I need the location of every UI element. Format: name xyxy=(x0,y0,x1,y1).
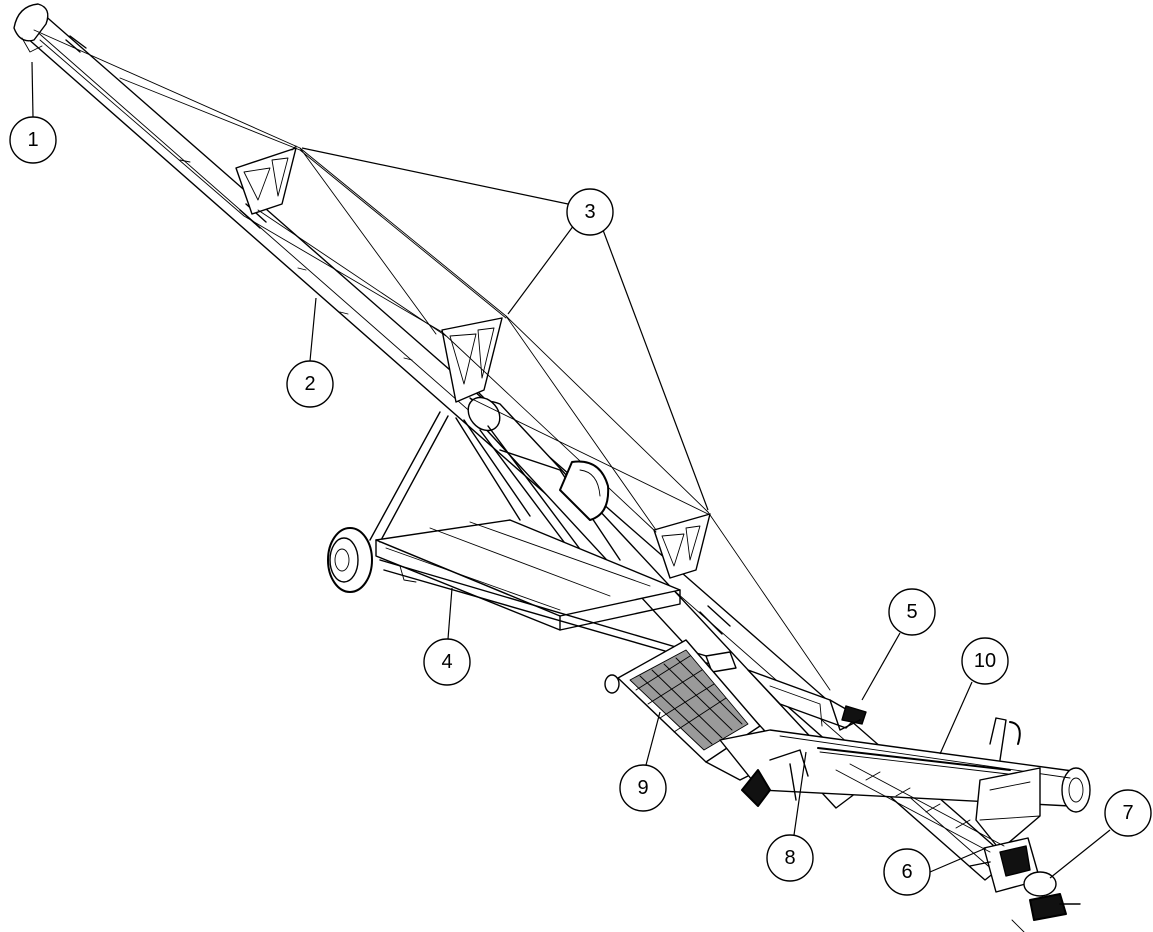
callout-6: 6 xyxy=(883,847,987,896)
callout-1: 1 xyxy=(9,61,57,164)
transport-wheel-right xyxy=(559,460,610,521)
callout-3-label: 3 xyxy=(584,201,595,223)
undercarriage-frame xyxy=(369,411,737,673)
callout-2: 2 xyxy=(286,297,334,408)
callout-8-label: 8 xyxy=(784,847,795,869)
callout-4-label: 4 xyxy=(441,651,452,673)
callout-10-label: 10 xyxy=(974,650,996,672)
callout-3: 3 xyxy=(301,147,709,511)
callout-1-label: 1 xyxy=(27,129,38,151)
callout-5: 5 xyxy=(861,588,936,701)
callout-7-label: 7 xyxy=(1122,802,1133,824)
truss-tower-upper xyxy=(235,145,297,215)
hopper-spring xyxy=(817,717,1021,775)
callout-9-label: 9 xyxy=(637,777,648,799)
callout-5-label: 5 xyxy=(906,601,917,623)
callout-6-label: 6 xyxy=(901,861,912,883)
callout-10: 10 xyxy=(939,637,1009,755)
gearbox-pto xyxy=(835,763,1081,932)
intake-transition xyxy=(975,767,1041,851)
callout-8: 8 xyxy=(766,751,814,882)
callout-9: 9 xyxy=(619,711,667,812)
truss-tower-lower xyxy=(653,513,711,579)
callout-7: 7 xyxy=(1049,789,1152,879)
drive-bracket xyxy=(747,669,867,731)
transport-wheel-left xyxy=(327,527,373,593)
truss-cables xyxy=(33,29,831,691)
callout-4: 4 xyxy=(423,587,471,686)
callout-2-label: 2 xyxy=(304,373,315,395)
